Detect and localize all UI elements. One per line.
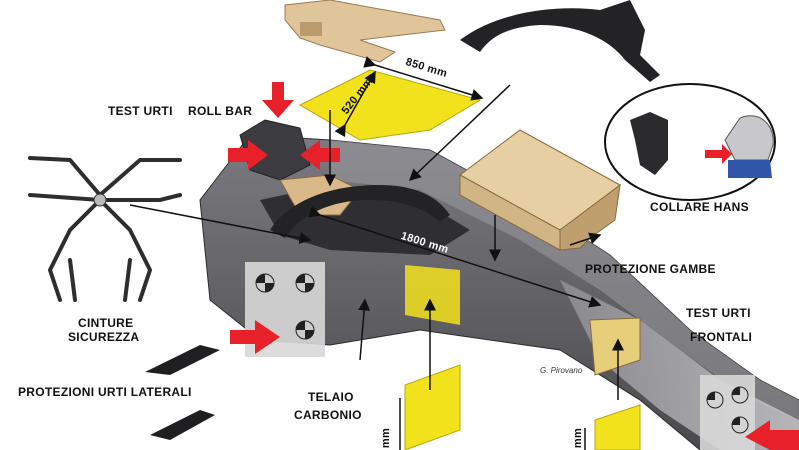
cockpit-pad <box>298 69 482 141</box>
front-crash-test-target <box>700 375 755 450</box>
side-panel-installed <box>405 265 460 325</box>
label-collare-hans: COLLARE HANS <box>650 200 749 214</box>
side-wing-upper <box>145 345 220 375</box>
artist-signature: G. Pirovano <box>540 366 583 375</box>
dim-side-right-label: mm <box>572 427 585 449</box>
rollbar-arrow-right <box>228 140 268 170</box>
dim-side-left-label: mm <box>380 427 393 449</box>
label-roll-bar: ROLL BAR <box>188 104 253 118</box>
headrest-slot <box>300 22 322 36</box>
label-protezioni-urti-laterali: PROTEZIONI URTI LATERALI <box>18 385 192 399</box>
side-panel-exploded-left <box>404 364 461 450</box>
rollbar-arrow-down <box>262 82 294 118</box>
label-test-urti-frontali-2: FRONTALI <box>690 330 753 344</box>
label-telaio: TELAIO <box>308 390 354 404</box>
label-test-urti: TEST URTI <box>108 104 173 118</box>
front-arrow <box>745 420 799 450</box>
label-cinture-1: CINTURE <box>78 316 134 330</box>
side-wing-lower <box>150 410 215 440</box>
label-protezione-gambe: PROTEZIONE GAMBE <box>585 262 716 276</box>
headrest-foam <box>284 0 446 63</box>
side-arrow <box>230 320 280 354</box>
label-test-urti-frontali-1: TEST URTI <box>686 306 751 320</box>
label-cinture-2: SICUREZZA <box>68 330 140 344</box>
side-panel-exploded-right <box>594 404 641 450</box>
halo-exploded <box>460 0 660 82</box>
rollbar-arrow-left <box>300 140 340 170</box>
belt-buckle <box>93 193 107 207</box>
impact-arrows <box>228 82 799 450</box>
hans-inset <box>604 83 776 201</box>
label-carbonio: CARBONIO <box>294 408 362 422</box>
halo-installed <box>270 185 450 238</box>
safety-belts <box>28 156 182 302</box>
